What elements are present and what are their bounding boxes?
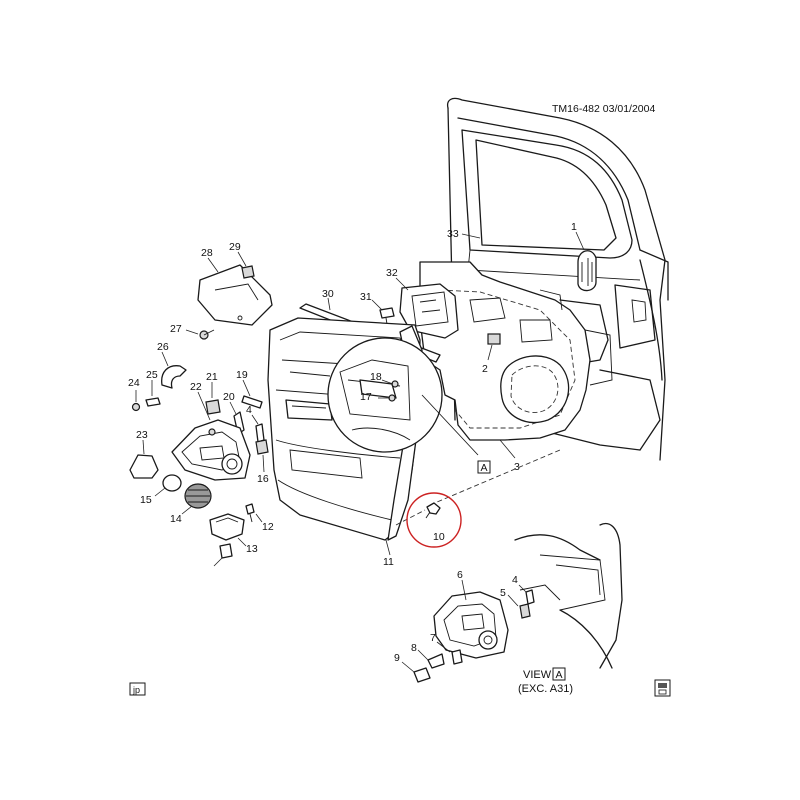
view-label-box: A bbox=[556, 669, 563, 681]
part-4-screw: 4 bbox=[246, 404, 265, 443]
callout-1: 1 bbox=[571, 221, 577, 233]
part-2-clip: 2 bbox=[482, 333, 501, 375]
callout-27: 27 bbox=[170, 323, 182, 335]
callout-4b: 4 bbox=[512, 574, 518, 586]
callout-2: 2 bbox=[482, 363, 488, 375]
callout-23: 23 bbox=[136, 429, 148, 441]
part-27-screw: 27 bbox=[170, 323, 215, 340]
view-note: (EXC. A31) bbox=[518, 683, 573, 695]
callout-20: 20 bbox=[223, 391, 235, 403]
callout-21: 21 bbox=[206, 371, 218, 383]
callout-3: 3 bbox=[514, 461, 520, 473]
disk-icon bbox=[654, 679, 671, 697]
part-21-clip: 21 bbox=[205, 371, 221, 415]
part-22-handle-housing: 22 bbox=[171, 381, 251, 481]
part-1-handle: 1 bbox=[571, 221, 597, 292]
part-29-clip: 29 bbox=[229, 241, 255, 279]
part-28-cover: 28 bbox=[197, 247, 273, 326]
view-a-inset: 6 4 5 7 8 9 bbox=[394, 522, 623, 683]
part-16-switch: 16 bbox=[255, 439, 269, 485]
callout-32: 32 bbox=[386, 267, 398, 279]
callout-16: 16 bbox=[257, 473, 269, 485]
part-12-screw: 12 bbox=[245, 503, 274, 533]
view-ref-box: A bbox=[481, 462, 488, 474]
callout-8b: 8 bbox=[411, 642, 417, 654]
callout-4: 4 bbox=[246, 404, 252, 416]
part-31-screw: 31 bbox=[360, 291, 395, 331]
callout-25: 25 bbox=[146, 369, 158, 381]
view-label: VIEW bbox=[523, 669, 552, 681]
callout-10: 10 bbox=[433, 531, 445, 543]
callout-26: 26 bbox=[157, 341, 169, 353]
part-13-switch: 13 bbox=[209, 513, 258, 555]
part-14-speaker-grille: 14 bbox=[170, 483, 212, 525]
callout-14: 14 bbox=[170, 513, 182, 525]
callout-30: 30 bbox=[322, 288, 334, 300]
callout-18: 18 bbox=[370, 371, 382, 383]
highlight-ring bbox=[406, 492, 462, 548]
part-24-screw: 24 bbox=[128, 377, 141, 412]
part-25-screw: 25 bbox=[145, 369, 161, 407]
part-15-cap: 15 bbox=[140, 474, 182, 506]
part-26-rod: 26 bbox=[157, 341, 187, 389]
callout-5b: 5 bbox=[500, 587, 506, 599]
part-34-retainer bbox=[213, 543, 233, 567]
callout-19: 19 bbox=[236, 369, 248, 381]
corner-tag-left: jp bbox=[132, 685, 140, 695]
callout-22: 22 bbox=[190, 381, 202, 393]
callout-15: 15 bbox=[140, 494, 152, 506]
callout-9b: 9 bbox=[394, 652, 400, 664]
part-23-bezel: 23 bbox=[129, 429, 159, 479]
callout-17: 17 bbox=[360, 391, 372, 403]
diagram-reference: TM16-482 03/01/2004 bbox=[552, 103, 655, 115]
callout-24: 24 bbox=[128, 377, 140, 389]
callout-6b: 6 bbox=[457, 569, 463, 581]
detail-magnifier: 18 17 bbox=[327, 337, 443, 453]
callout-29: 29 bbox=[229, 241, 241, 253]
callout-33: 33 bbox=[447, 228, 459, 240]
part-10-fastener: 10 bbox=[406, 492, 462, 548]
callout-7b: 7 bbox=[430, 632, 436, 644]
door-inner-panel bbox=[419, 261, 613, 441]
callout-31: 31 bbox=[360, 291, 372, 303]
callout-11: 11 bbox=[383, 556, 394, 568]
callout-12: 12 bbox=[262, 521, 274, 533]
callout-28: 28 bbox=[201, 247, 213, 259]
callout-13: 13 bbox=[246, 543, 258, 555]
part-19-rod: 19 bbox=[236, 369, 263, 409]
